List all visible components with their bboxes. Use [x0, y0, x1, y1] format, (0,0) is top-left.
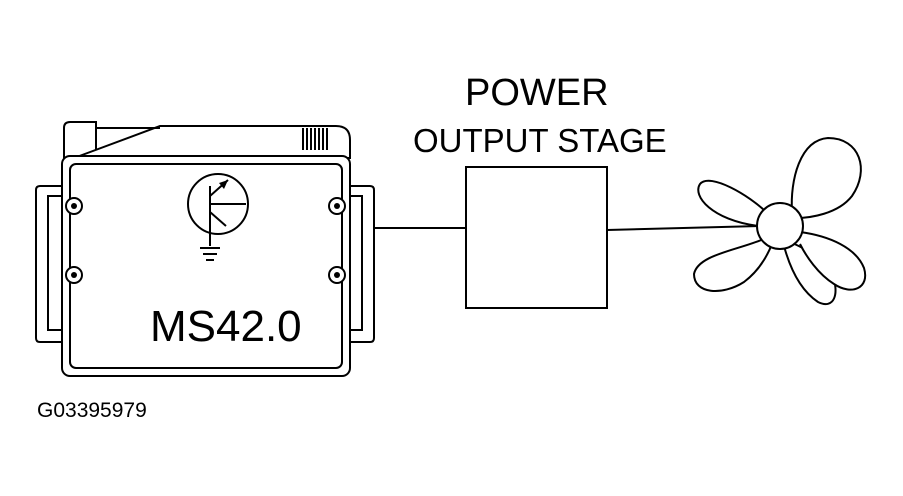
fan-blade-top-right [790, 136, 862, 219]
transistor-symbol-icon [187, 173, 249, 246]
ecu-module-label: MS42.0 [150, 302, 302, 351]
ecu-module: MS42.0 [35, 121, 375, 377]
ecu-top-tab [63, 121, 97, 159]
fan-icon [692, 136, 867, 305]
wire-stage-to-fan [606, 225, 761, 231]
output-stage-label: OUTPUT STAGE [413, 122, 667, 159]
output-stage-box [465, 166, 608, 309]
fan-hub [756, 202, 804, 250]
ecu-left-bracket-inner [47, 195, 64, 331]
power-output-stage: POWER OUTPUT STAGE [413, 72, 667, 309]
fan-blade-bottom-left [692, 237, 773, 293]
figure-id: G03395979 [37, 399, 147, 422]
ecu-connector-ribs [302, 128, 328, 150]
ecu-housing-inner [69, 163, 343, 369]
ecu-housing [61, 155, 351, 377]
ecu-screw-top-left [65, 197, 83, 215]
ground-symbol-icon [200, 247, 220, 261]
ecu-left-bracket [35, 185, 64, 343]
ecu-top-rim [73, 125, 351, 159]
fan-blade-top-left [697, 179, 767, 227]
ecu-screw-bottom-right [328, 266, 346, 284]
power-label: POWER [465, 72, 609, 114]
ecu-screw-bottom-left [65, 266, 83, 284]
ecu-screw-top-right [328, 197, 346, 215]
ecu-right-bracket-inner [350, 195, 363, 331]
fan-blade-right [799, 231, 867, 291]
